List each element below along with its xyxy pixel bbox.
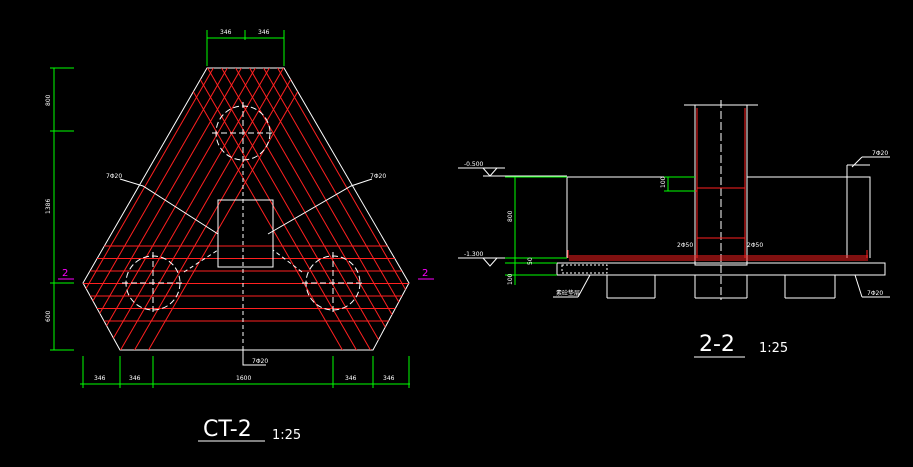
plan-view: 7Φ20 7Φ20 7Φ20 346 346 800 1386 600 [45,29,434,443]
rebar-label-bottom: 7Φ20 [252,358,268,365]
dim-cover: 100 [660,176,667,188]
column-outline [217,199,274,268]
rebar-grid [83,68,409,350]
anchor-right: 2Φ50 [747,242,763,249]
pile-top [212,102,274,164]
section-rebar [567,108,868,261]
top-dim-1: 346 [220,29,232,36]
rebar-top-right: 7Φ20 [872,150,888,157]
bottom-dim-3: 1600 [236,375,251,382]
left-dim-3: 600 [45,310,52,322]
section-mark-left: 2 [58,268,74,280]
svg-text:-0.500: -0.500 [464,161,484,168]
left-dimension: 800 1386 600 [45,67,74,351]
plan-scale: 1:25 [272,428,301,443]
section-title: 2-2 [699,332,735,357]
pad-label: 素砼垫层 [556,289,580,297]
section-mark-right: 2 [418,268,434,280]
top-dimension: 346 346 [206,29,285,66]
section-dimensions [505,176,695,285]
dim-height: 800 [507,210,514,222]
piles-section [606,275,836,299]
left-dim-2: 1386 [45,199,52,214]
top-dim-2: 346 [258,29,270,36]
pile-right [302,252,364,314]
bottom-dim-5: 346 [383,375,395,382]
elevation-bottom: -1.300 [458,251,505,267]
base-pad [556,262,886,276]
plan-title: CT-2 [203,417,252,442]
dim-base: 50 [527,257,534,265]
bottom-dim-1: 346 [94,375,106,382]
svg-text:-1.300: -1.300 [464,251,484,258]
section-view: 800 100 50 100 -0.500 -1.300 2Φ50 2Φ50 7… [458,100,890,358]
rebar-bottom-right: 7Φ20 [867,290,883,297]
left-dim-1: 800 [45,94,52,106]
bottom-dimension: 346 346 1600 346 346 [80,356,410,388]
pile-left [122,252,184,314]
rebar-label-right: 7Φ20 [370,173,386,180]
svg-text:2: 2 [62,268,68,279]
svg-text:2: 2 [422,268,428,279]
bottom-dim-4: 346 [345,375,357,382]
elevation-top: -0.500 [458,161,567,177]
bottom-dim-2: 346 [129,375,141,382]
dim-pad: 100 [507,273,514,285]
anchor-left: 2Φ50 [677,242,693,249]
rebar-label-left: 7Φ20 [106,173,122,180]
section-scale: 1:25 [759,341,788,356]
